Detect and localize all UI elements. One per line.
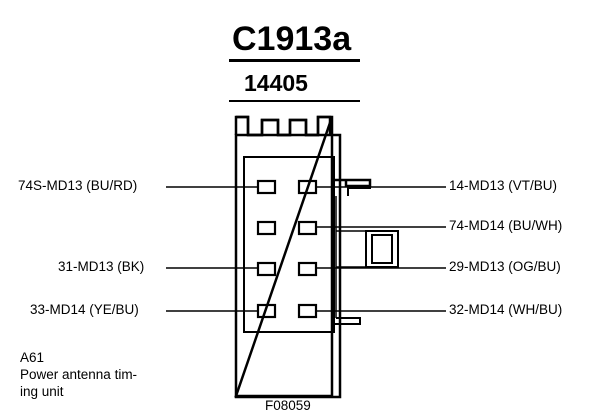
connector-top-latch — [234, 115, 332, 137]
pin-label-left: 31-MD13 (BK) — [58, 259, 145, 274]
part-number-underline — [229, 100, 360, 102]
connector-id: C1913a — [232, 20, 352, 58]
pin-label-right: 14-MD13 (VT/BU) — [449, 178, 558, 193]
component-name-line2: ing unit — [20, 384, 64, 399]
connector-outer-shell — [234, 133, 342, 399]
part-number: 14405 — [244, 70, 308, 96]
component-name-line1: Power antenna tim- — [20, 367, 138, 382]
connector-side-tab-bottom — [334, 317, 361, 325]
pin-label-right: 29-MD13 (OG/BU) — [449, 259, 561, 274]
pin-cavity — [297, 261, 318, 277]
pin-label-right: 32-MD14 (WH/BU) — [449, 302, 563, 317]
connector-housing — [234, 115, 372, 398]
connector-id-underline — [229, 59, 360, 62]
pin-cavity — [256, 261, 277, 277]
pin-label-right: 74-MD14 (BU/WH) — [449, 218, 563, 233]
connector-inner-body — [243, 156, 335, 333]
pin-cavity — [297, 220, 318, 236]
pin-label-left: 74S-MD13 (BU/RD) — [18, 178, 138, 193]
locking-tab-inner — [371, 234, 393, 264]
pin-label-left: 33-MD14 (YE/BU) — [30, 302, 139, 317]
connector-side-tab-top — [336, 179, 371, 196]
pin-cavity — [256, 179, 277, 195]
pin-cavity — [297, 303, 318, 319]
pin-cavity — [256, 220, 277, 236]
component-code: A61 — [20, 350, 45, 365]
locking-tab — [365, 230, 399, 268]
figure-id: F08059 — [265, 398, 311, 413]
